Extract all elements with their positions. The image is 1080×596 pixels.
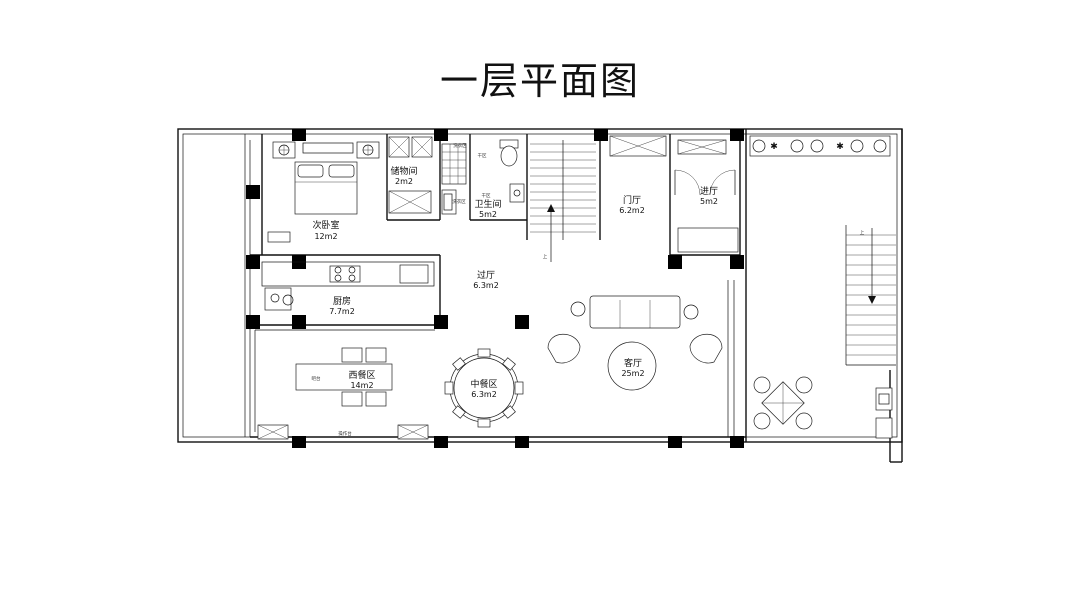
storage-shelves	[388, 136, 433, 214]
dry-zone-label-2: 干区	[478, 153, 487, 159]
laundry-label-2: 洗衣区	[453, 142, 467, 149]
room-area-kitchen: 7.7m2	[329, 307, 355, 316]
room-name-kitchen: 厨房	[333, 295, 351, 307]
living-room-rug	[607, 341, 657, 391]
room-name-storage: 储物间	[390, 165, 417, 177]
room-area-storage: 2m2	[395, 177, 413, 186]
room-name-western-dining: 西餐区	[348, 369, 375, 381]
dry-zone-label: 干区	[482, 193, 491, 199]
kitchen-sink	[264, 287, 294, 311]
entry-mat	[677, 227, 739, 253]
interior-walls	[250, 134, 746, 438]
round-dining-table	[444, 348, 524, 428]
page-title: 一层平面图	[439, 59, 640, 103]
bar-label: 吧台	[312, 375, 321, 382]
svg-text:✱: ✱	[770, 142, 778, 152]
western-dining-table	[295, 347, 393, 407]
room-name-door-hall: 门厅	[623, 194, 641, 206]
room-area-entry: 5m2	[700, 197, 718, 206]
terrace-sink	[875, 387, 893, 439]
room-area-second-bedroom: 12m2	[314, 232, 337, 241]
room-area-corridor: 6.3m2	[473, 281, 499, 290]
main-stair	[530, 140, 596, 262]
room-name-living-room: 客厅	[624, 357, 642, 369]
room-area-bathroom: 5m2	[479, 210, 497, 219]
svg-text:✱: ✱	[836, 142, 844, 152]
stair-up-label: 上	[543, 253, 548, 260]
room-name-bathroom: 卫生间	[474, 198, 501, 210]
room-area-door-hall: 6.2m2	[619, 206, 645, 215]
counter-label: 操作台	[338, 430, 352, 437]
washing-machine	[441, 189, 457, 215]
laundry-label: 洗衣区	[452, 198, 466, 205]
room-name-corridor: 过厅	[477, 269, 495, 281]
toilet	[499, 139, 519, 167]
desk	[267, 231, 291, 243]
kitchen-counter	[261, 261, 435, 287]
sofa	[570, 295, 699, 329]
room-area-living-room: 25m2	[621, 369, 644, 378]
room-name-second-bedroom: 次卧室	[312, 219, 339, 231]
terrace-stair	[845, 225, 896, 366]
terrace-planters: ✱ ✱	[749, 135, 891, 157]
shower-grid	[441, 143, 467, 185]
room-area-western-dining: 14m2	[350, 381, 373, 390]
room-name-entry: 进厅	[700, 186, 718, 197]
room-name-chinese-dining: 中餐区	[470, 378, 497, 390]
terrace-table-set	[753, 376, 813, 430]
room-labels: 次卧室 12m2 储物间 2m2 卫生间 5m2 门厅 6.2m2 进厅 5m2…	[312, 165, 718, 399]
windows	[257, 135, 727, 440]
bathroom-sink	[509, 183, 525, 203]
room-area-chinese-dining: 6.3m2	[471, 390, 497, 399]
entry-door	[674, 169, 736, 196]
terrace-stair-up-label: 上	[860, 229, 865, 236]
armchairs	[547, 333, 723, 364]
bed	[294, 161, 358, 215]
bedside-lamps	[272, 141, 380, 159]
